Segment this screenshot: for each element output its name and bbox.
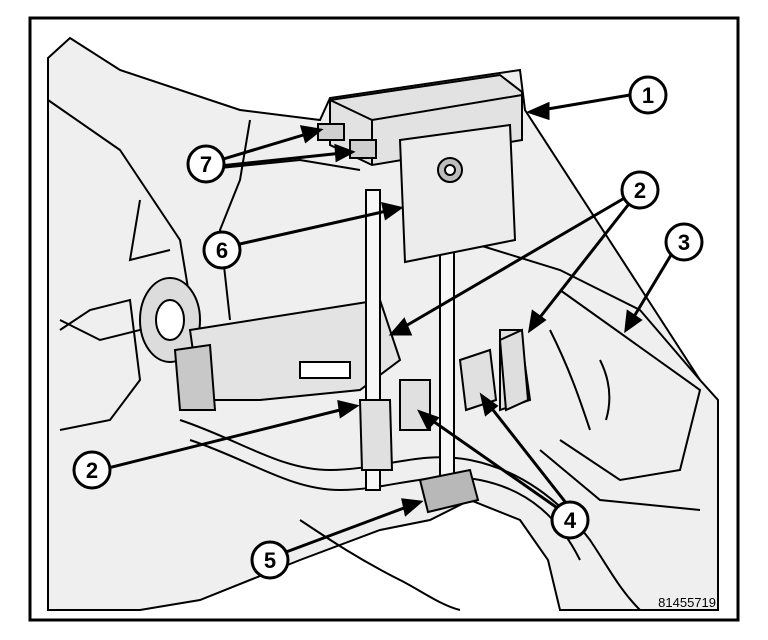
control-module xyxy=(398,123,517,264)
wiring-harness xyxy=(179,329,641,611)
callout-1-label: 1 xyxy=(642,83,654,108)
lower-connector xyxy=(418,468,480,514)
callout-5-label: 5 xyxy=(264,548,276,573)
steering-column xyxy=(139,277,201,363)
callout-2-lower: 2 xyxy=(72,450,112,490)
callout-4: 4 xyxy=(550,500,590,540)
callout-2-lower-label: 2 xyxy=(86,458,98,483)
callout-6: 6 xyxy=(202,230,242,270)
leader-lines xyxy=(99,93,676,563)
callout-2-upper: 2 xyxy=(620,170,660,210)
callout-4-label: 4 xyxy=(564,508,577,533)
callout-6-label: 6 xyxy=(216,238,228,263)
callout-1: 1 xyxy=(628,75,668,115)
callout-3: 3 xyxy=(664,222,704,262)
callout-7: 7 xyxy=(186,144,226,184)
figure-number: 81455719 xyxy=(658,595,716,610)
callout-3-label: 3 xyxy=(678,230,690,255)
side-bracket xyxy=(498,328,530,412)
callout-7-label: 7 xyxy=(200,152,212,177)
callout-2-upper-label: 2 xyxy=(634,178,646,203)
callout-5: 5 xyxy=(250,540,290,580)
